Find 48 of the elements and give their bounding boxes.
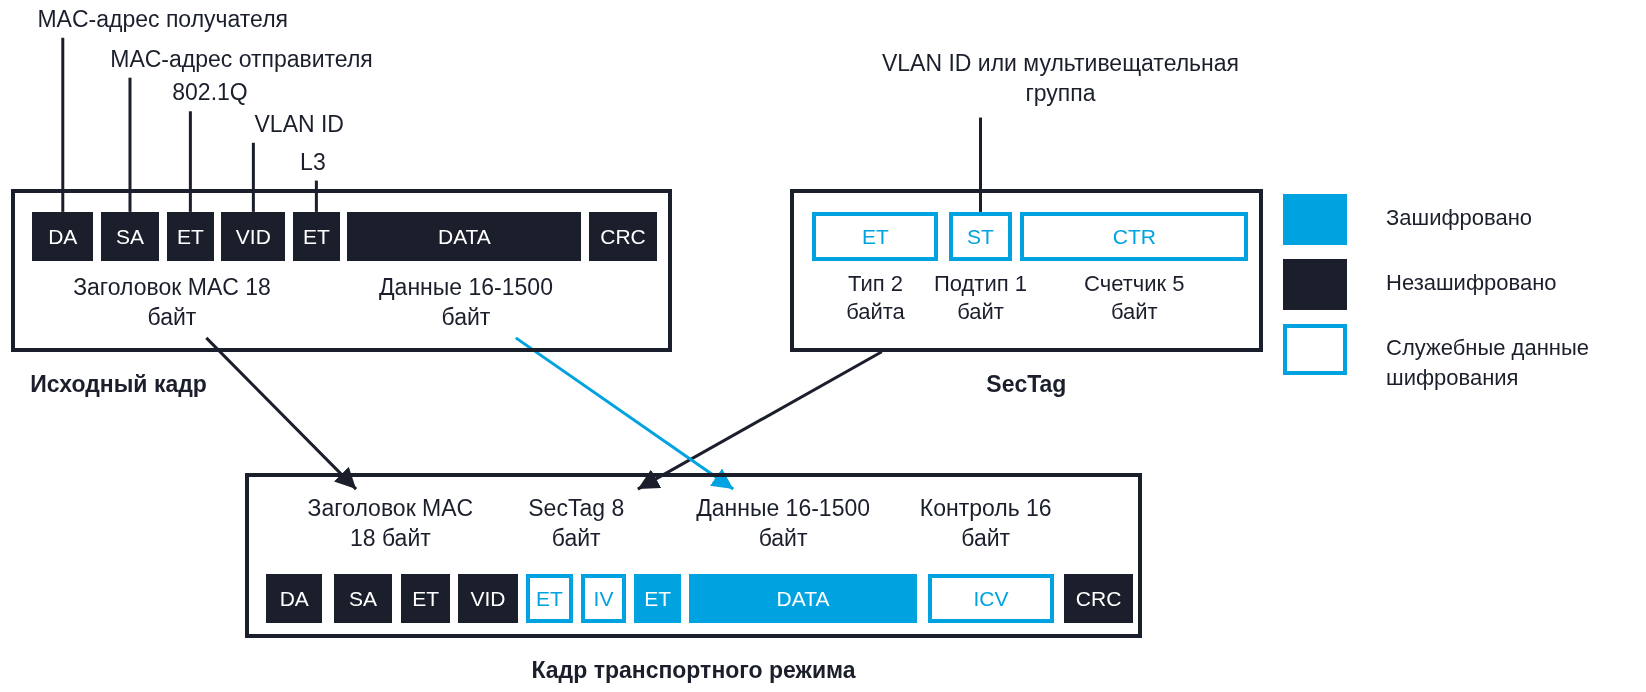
frame-field: ET: [812, 211, 939, 262]
field-label: MAC-адрес отправителя: [105, 42, 378, 78]
frame-field: ET: [400, 574, 451, 624]
frame-field: IV: [581, 574, 626, 624]
frame-field: DA: [32, 211, 94, 262]
frame-field: ET: [292, 211, 340, 262]
field-caption: Тип 2 байта: [845, 269, 906, 327]
frame-field: CRC: [588, 211, 658, 262]
frame-field: ET: [525, 574, 574, 624]
legend-label: Зашифровано: [1386, 203, 1534, 232]
leader-line: [314, 180, 318, 212]
frame-field: DA: [266, 574, 323, 624]
frame-field: CRC: [1064, 574, 1133, 624]
frame-field: VID: [221, 211, 286, 262]
frame-caption: Кадр транспортного режима: [531, 657, 856, 685]
arrow: [514, 336, 735, 491]
frame-field: ET: [634, 574, 682, 624]
field-caption: Счетчик 5 байт: [1083, 269, 1186, 327]
frame-field: ST: [949, 211, 1012, 262]
frame-field: DATA: [688, 574, 918, 624]
frame-field: CTR: [1020, 211, 1249, 262]
field-label: Данные 16-1500 байт: [683, 489, 883, 559]
arrow: [205, 336, 358, 491]
field-label: Контроль 16 байт: [912, 489, 1060, 559]
legend-label: Незашифровано: [1386, 268, 1558, 297]
legend-label: Служебные данные шифрования: [1386, 333, 1590, 392]
frame-field: VID: [457, 574, 519, 624]
field-label: Заголовок MAC 18 байт: [295, 489, 485, 559]
leader-line: [61, 37, 65, 212]
frame-caption: SecTag: [986, 370, 1067, 398]
field-caption: Подтип 1 байт: [932, 269, 1028, 327]
field-label: L3: [291, 144, 334, 181]
field-label: Заголовок MAC 18 байт: [72, 268, 272, 338]
frame-field: SA: [333, 574, 393, 624]
frame-caption: Исходный кадр: [30, 370, 207, 398]
frame-field: ET: [166, 211, 214, 262]
field-label: MAC-адрес получателя: [36, 2, 289, 38]
frame-field: SA: [100, 211, 160, 262]
leader-line: [979, 117, 982, 212]
leader-line: [188, 111, 192, 212]
field-label: VLAN ID или мультивещательная группа: [871, 39, 1250, 118]
leader-line: [128, 77, 132, 212]
leader-line: [251, 142, 255, 212]
field-label: SecTag 8 байт: [513, 489, 640, 559]
arrow: [637, 350, 883, 491]
field-label: Данные 16-1500 байт: [366, 268, 566, 338]
frame-field: DATA: [347, 211, 582, 262]
frame-field: ICV: [928, 574, 1054, 624]
